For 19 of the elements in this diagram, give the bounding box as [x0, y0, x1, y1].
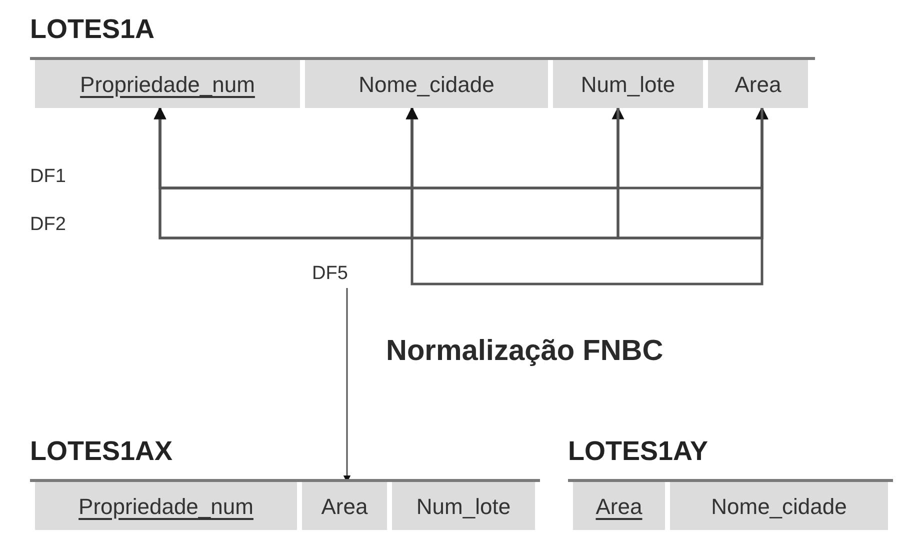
- dependency-arrow: [616, 106, 768, 240]
- normalization-heading: Normalização FNBC: [386, 334, 664, 369]
- dependency-label: DF1: [30, 165, 66, 189]
- table-title: LOTES1AX: [30, 438, 173, 465]
- attribute-cell: Nome_cidade: [670, 482, 888, 530]
- key-attribute-cell: Area: [573, 482, 665, 530]
- dependency-arrow: [406, 106, 764, 286]
- attribute-cell: Num_lote: [392, 482, 535, 530]
- attribute-cell: Nome_cidade: [305, 60, 548, 108]
- attribute-cell: Num_lote: [553, 60, 703, 108]
- dependency-arrow: [154, 106, 620, 240]
- table-title: LOTES1AY: [568, 438, 708, 465]
- table-title: LOTES1A: [30, 16, 155, 43]
- key-attribute-cell: Propriedade_num: [35, 482, 297, 530]
- attribute-cell: Area: [302, 482, 387, 530]
- key-attribute-cell: Propriedade_num: [35, 60, 300, 108]
- dependency-label: DF2: [30, 213, 66, 237]
- attribute-cell: Area: [708, 60, 808, 108]
- dependency-label: DF5: [312, 260, 382, 288]
